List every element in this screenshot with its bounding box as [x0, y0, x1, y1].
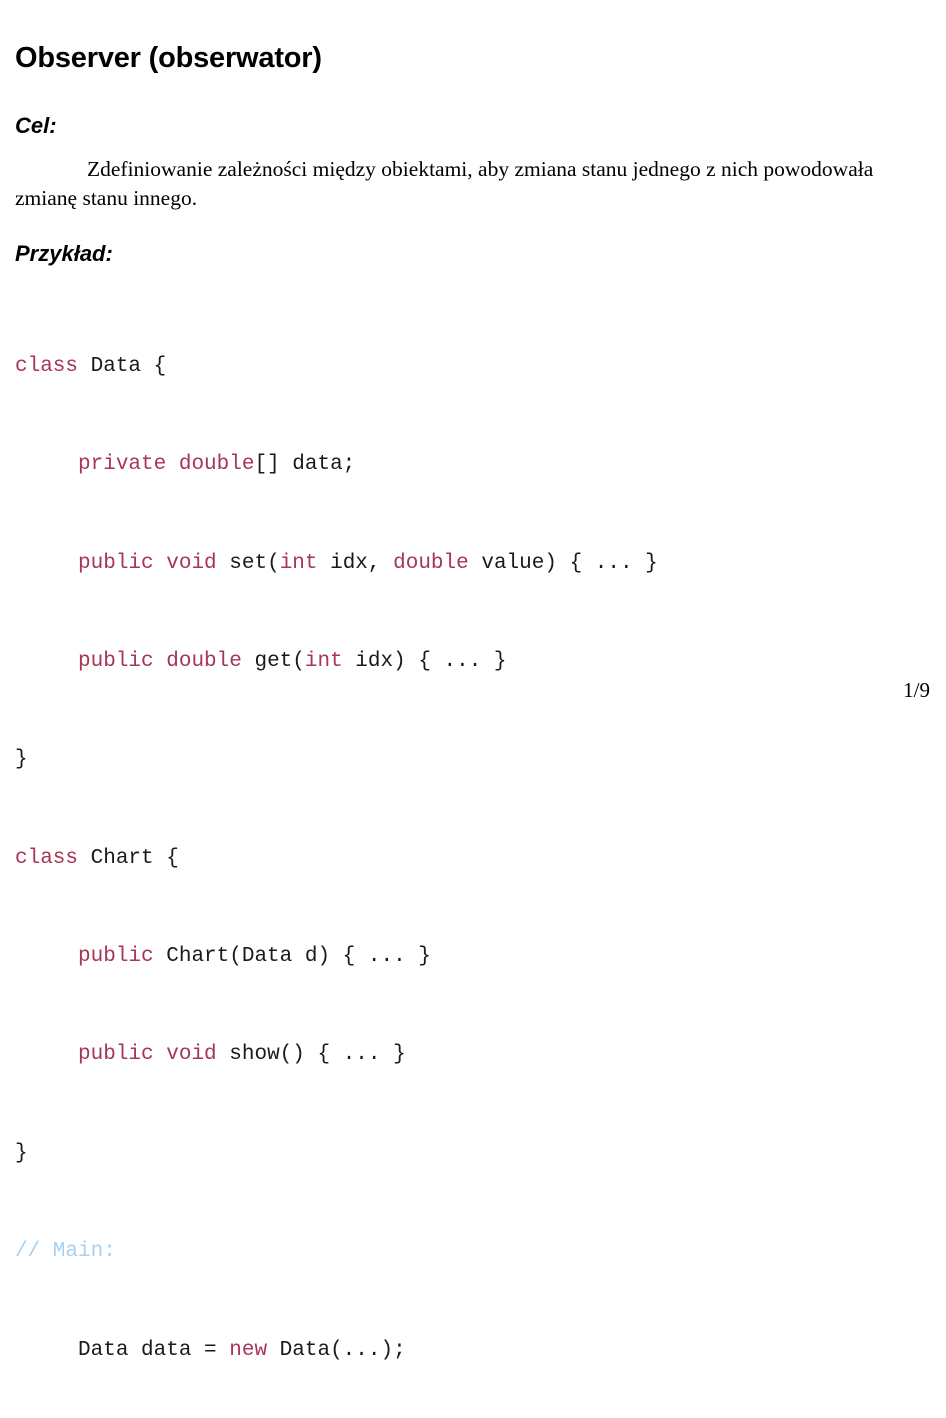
code-token: idx, [317, 551, 394, 575]
code-token: Chart { [78, 846, 179, 870]
keyword-token: public [78, 551, 154, 575]
code-token: idx) { ... } [342, 649, 507, 673]
code-token: show() { ... } [216, 1043, 406, 1067]
code-token: value) { ... } [468, 551, 658, 575]
keyword-token: private [78, 453, 167, 477]
code-token: Data { [78, 354, 167, 378]
keyword-token: new [229, 1338, 268, 1362]
keyword-token: public [78, 1043, 154, 1067]
code-line-5: class Chart { [15, 847, 658, 872]
code-line-2: public void set(int idx, double value) {… [15, 552, 658, 577]
space [154, 1043, 167, 1066]
code-line-8: } [15, 1142, 658, 1167]
keyword-token: public [78, 945, 154, 969]
code-line-3: public double get(int idx) { ... } [15, 650, 658, 675]
keyword-token: void [166, 551, 217, 575]
code-line-7: public void show() { ... } [15, 1043, 658, 1068]
code-line-4: } [15, 748, 658, 773]
code-line-9: // Main: [15, 1240, 658, 1265]
code-token: Data(...); [267, 1338, 406, 1362]
keyword-token: int [304, 649, 343, 673]
space [166, 453, 179, 476]
keyword-token: double [393, 551, 469, 575]
indent [15, 1339, 78, 1362]
goal-paragraph: Zdefiniowanie zależności między obiektam… [15, 157, 874, 210]
code-token: set( [216, 551, 280, 575]
code-token: } [15, 1141, 28, 1165]
code-block: class Data { private double[] data; publ… [15, 281, 658, 1418]
space [154, 552, 167, 575]
keyword-token: class [15, 354, 79, 378]
code-token: Chart(Data d) { ... } [153, 945, 431, 969]
page-title: Observer (obserwator) [15, 42, 322, 74]
indent [15, 552, 78, 575]
page-number: 1/9 [903, 678, 930, 702]
slide-content: Observer (obserwator) Cel: Zdefiniowanie… [15, 42, 930, 1362]
code-line-10: Data data = new Data(...); [15, 1339, 658, 1364]
code-line-0: class Data { [15, 355, 658, 380]
indent [15, 650, 78, 673]
example-heading: Przykład: [15, 241, 113, 266]
indent [15, 1043, 78, 1066]
keyword-token: void [166, 1043, 217, 1067]
code-token: } [15, 748, 28, 772]
space [154, 650, 167, 673]
goal-heading: Cel: [15, 113, 57, 138]
indent [15, 945, 78, 968]
code-line-6: public Chart(Data d) { ... } [15, 945, 658, 970]
code-line-1: private double[] data; [15, 453, 658, 478]
keyword-token: double [166, 649, 242, 673]
code-token: Data data = [78, 1338, 230, 1362]
keyword-token: double [178, 453, 255, 477]
indent [15, 453, 78, 476]
keyword-token: public [78, 649, 154, 673]
keyword-token: int [279, 551, 318, 575]
code-token: [] data; [254, 453, 356, 477]
code-token: get( [241, 649, 305, 673]
keyword-token: class [15, 846, 79, 870]
code-comment: // Main: [15, 1240, 116, 1264]
